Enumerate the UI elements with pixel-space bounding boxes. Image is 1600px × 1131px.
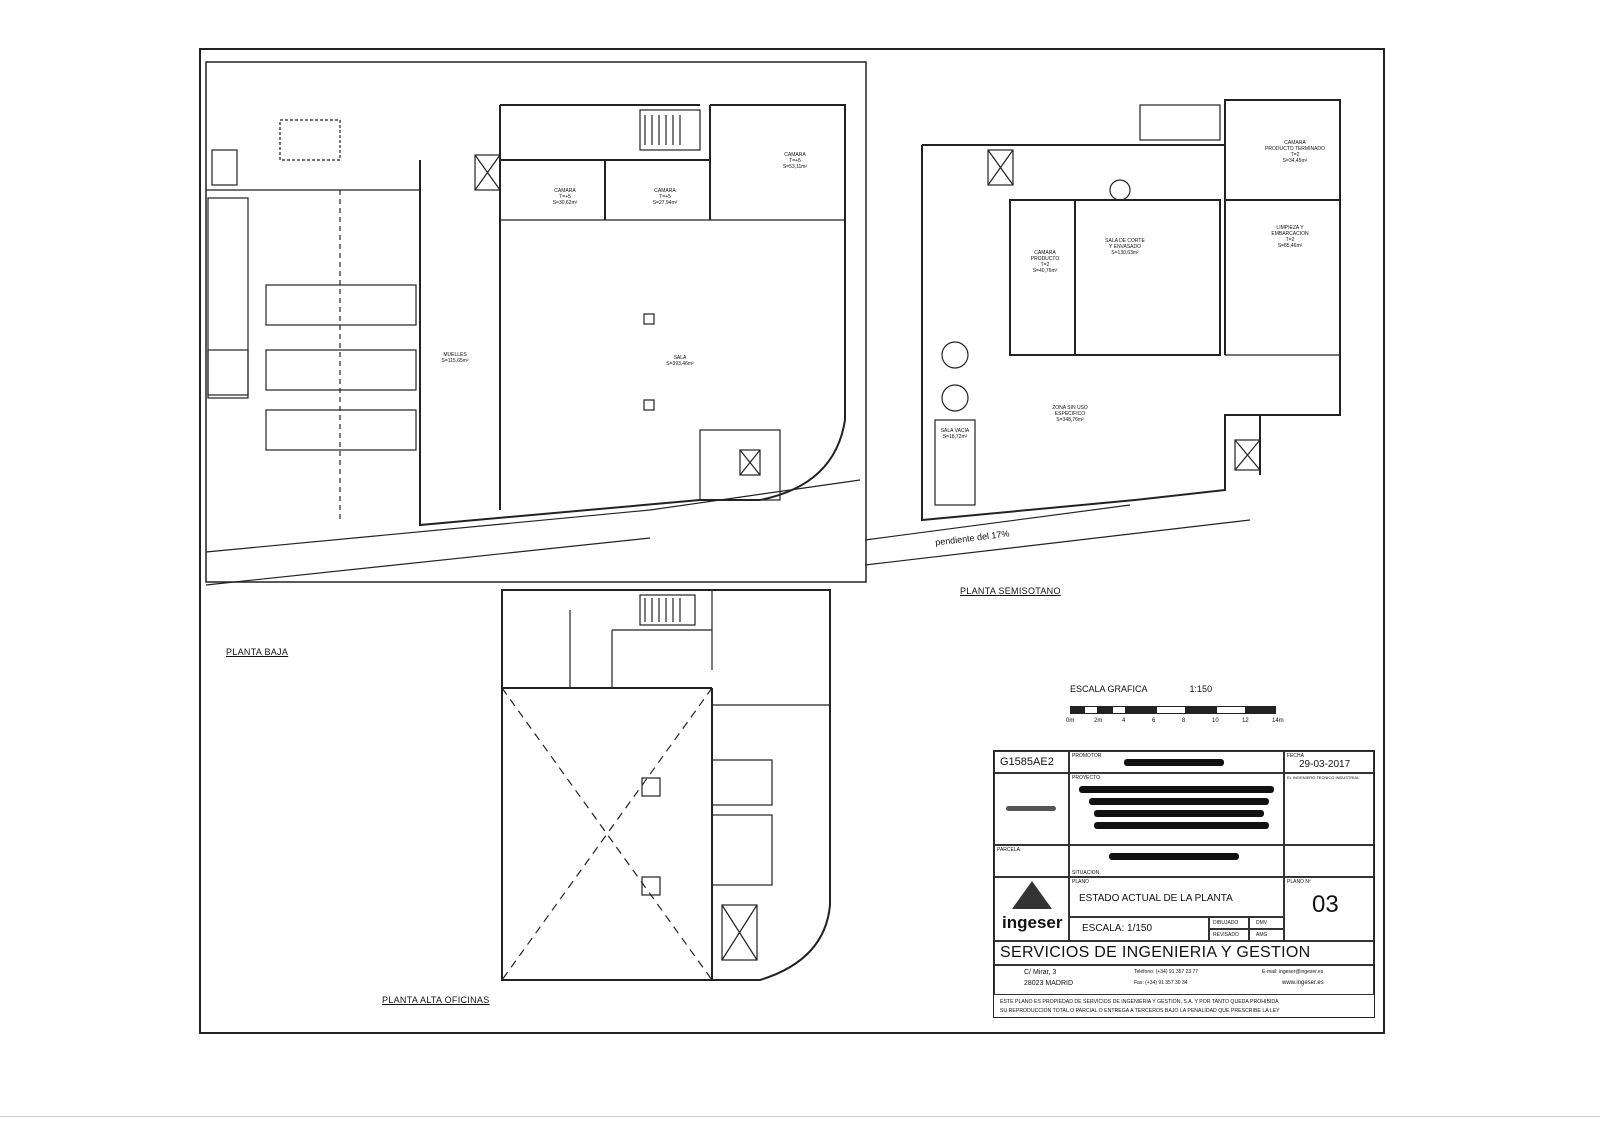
logo-text: ingeser — [1002, 913, 1063, 932]
room-sala-corte: SALA DE CORTE Y ENVASADO S=130,63m² — [1105, 238, 1145, 256]
room-camara-producto: CAMARA PRODUCTO T=2 S=40,76m² — [1030, 250, 1060, 274]
room-zona-sin-uso: ZONA SIN USO ESPECIFICO S=348,76m² — [1052, 405, 1088, 423]
promotor-redacted — [1124, 759, 1224, 766]
planta-baja-label: PLANTA BAJA — [226, 647, 289, 657]
planta-alta-plan — [501, 589, 831, 981]
scale-bar — [1070, 706, 1285, 726]
drawing-code: G1585AE2 — [1000, 756, 1054, 768]
room-muelles: MUELLES S=115,65m² — [441, 352, 469, 364]
title-block: G1585AE2 PROMOTOR FECHA 29-03-2017 PROYE… — [993, 750, 1375, 1018]
date-value: 29-03-2017 — [1299, 759, 1351, 770]
scale-title: ESCALA GRAFICA 1:150 — [1070, 684, 1213, 694]
room-camara-1: CAMARA T=+5 S=30,62m² — [552, 188, 578, 206]
scale-tick-label: 10 — [1212, 718, 1219, 724]
company-name: SERVICIOS DE INGENIERIA Y GESTION — [1000, 944, 1311, 961]
scale-tick-label: 2m — [1094, 718, 1103, 724]
drawing-sheet — [199, 48, 1385, 1034]
room-camara-3: CAMARA T=+5 S=53,11m² — [782, 152, 808, 170]
page-bottom-line — [0, 1116, 1600, 1117]
plano-title: ESTADO ACTUAL DE LA PLANTA — [1079, 893, 1233, 904]
scale-tick-label: 14m — [1272, 718, 1284, 724]
planta-semisotano-plan — [864, 99, 1341, 566]
signature — [1006, 806, 1056, 811]
planta-alta-label: PLANTA ALTA OFICINAS — [382, 995, 490, 1005]
disclaimer-2: SU REPRODUCCION TOTAL O PARCIAL O ENTREG… — [1000, 1008, 1280, 1014]
room-limpieza: LIMPIEZA Y EMBARCACION T=2 S=85,46m² — [1271, 225, 1309, 249]
escala-value: ESCALA: 1/150 — [1082, 923, 1153, 934]
room-sala-vacia: SALA VACIA S=18,72m² — [940, 428, 970, 440]
room-camara-producto-terminado: CAMARA PRODUCTO TERMINADO T=2 S=34,45m² — [1265, 140, 1325, 164]
room-sala: SALA S=393,46m² — [666, 355, 694, 367]
planta-baja-plan — [205, 61, 867, 586]
scale-tick-label: 8 — [1182, 718, 1186, 724]
ingeser-logo — [1012, 881, 1052, 909]
planta-semisotano-label: PLANTA SEMISOTANO — [960, 586, 1061, 596]
disclaimer-1: ESTE PLANO ES PROPIEDAD DE SERVICIOS DE … — [1000, 999, 1279, 1005]
scale-tick-label: 0m — [1066, 718, 1075, 724]
scale-tick-label: 4 — [1122, 718, 1126, 724]
room-camara-2: CAMARA T=+5 S=27,94m² — [652, 188, 678, 206]
scale-tick-label: 12 — [1242, 718, 1249, 724]
scale-tick-label: 6 — [1152, 718, 1156, 724]
plano-number: 03 — [1312, 891, 1339, 918]
